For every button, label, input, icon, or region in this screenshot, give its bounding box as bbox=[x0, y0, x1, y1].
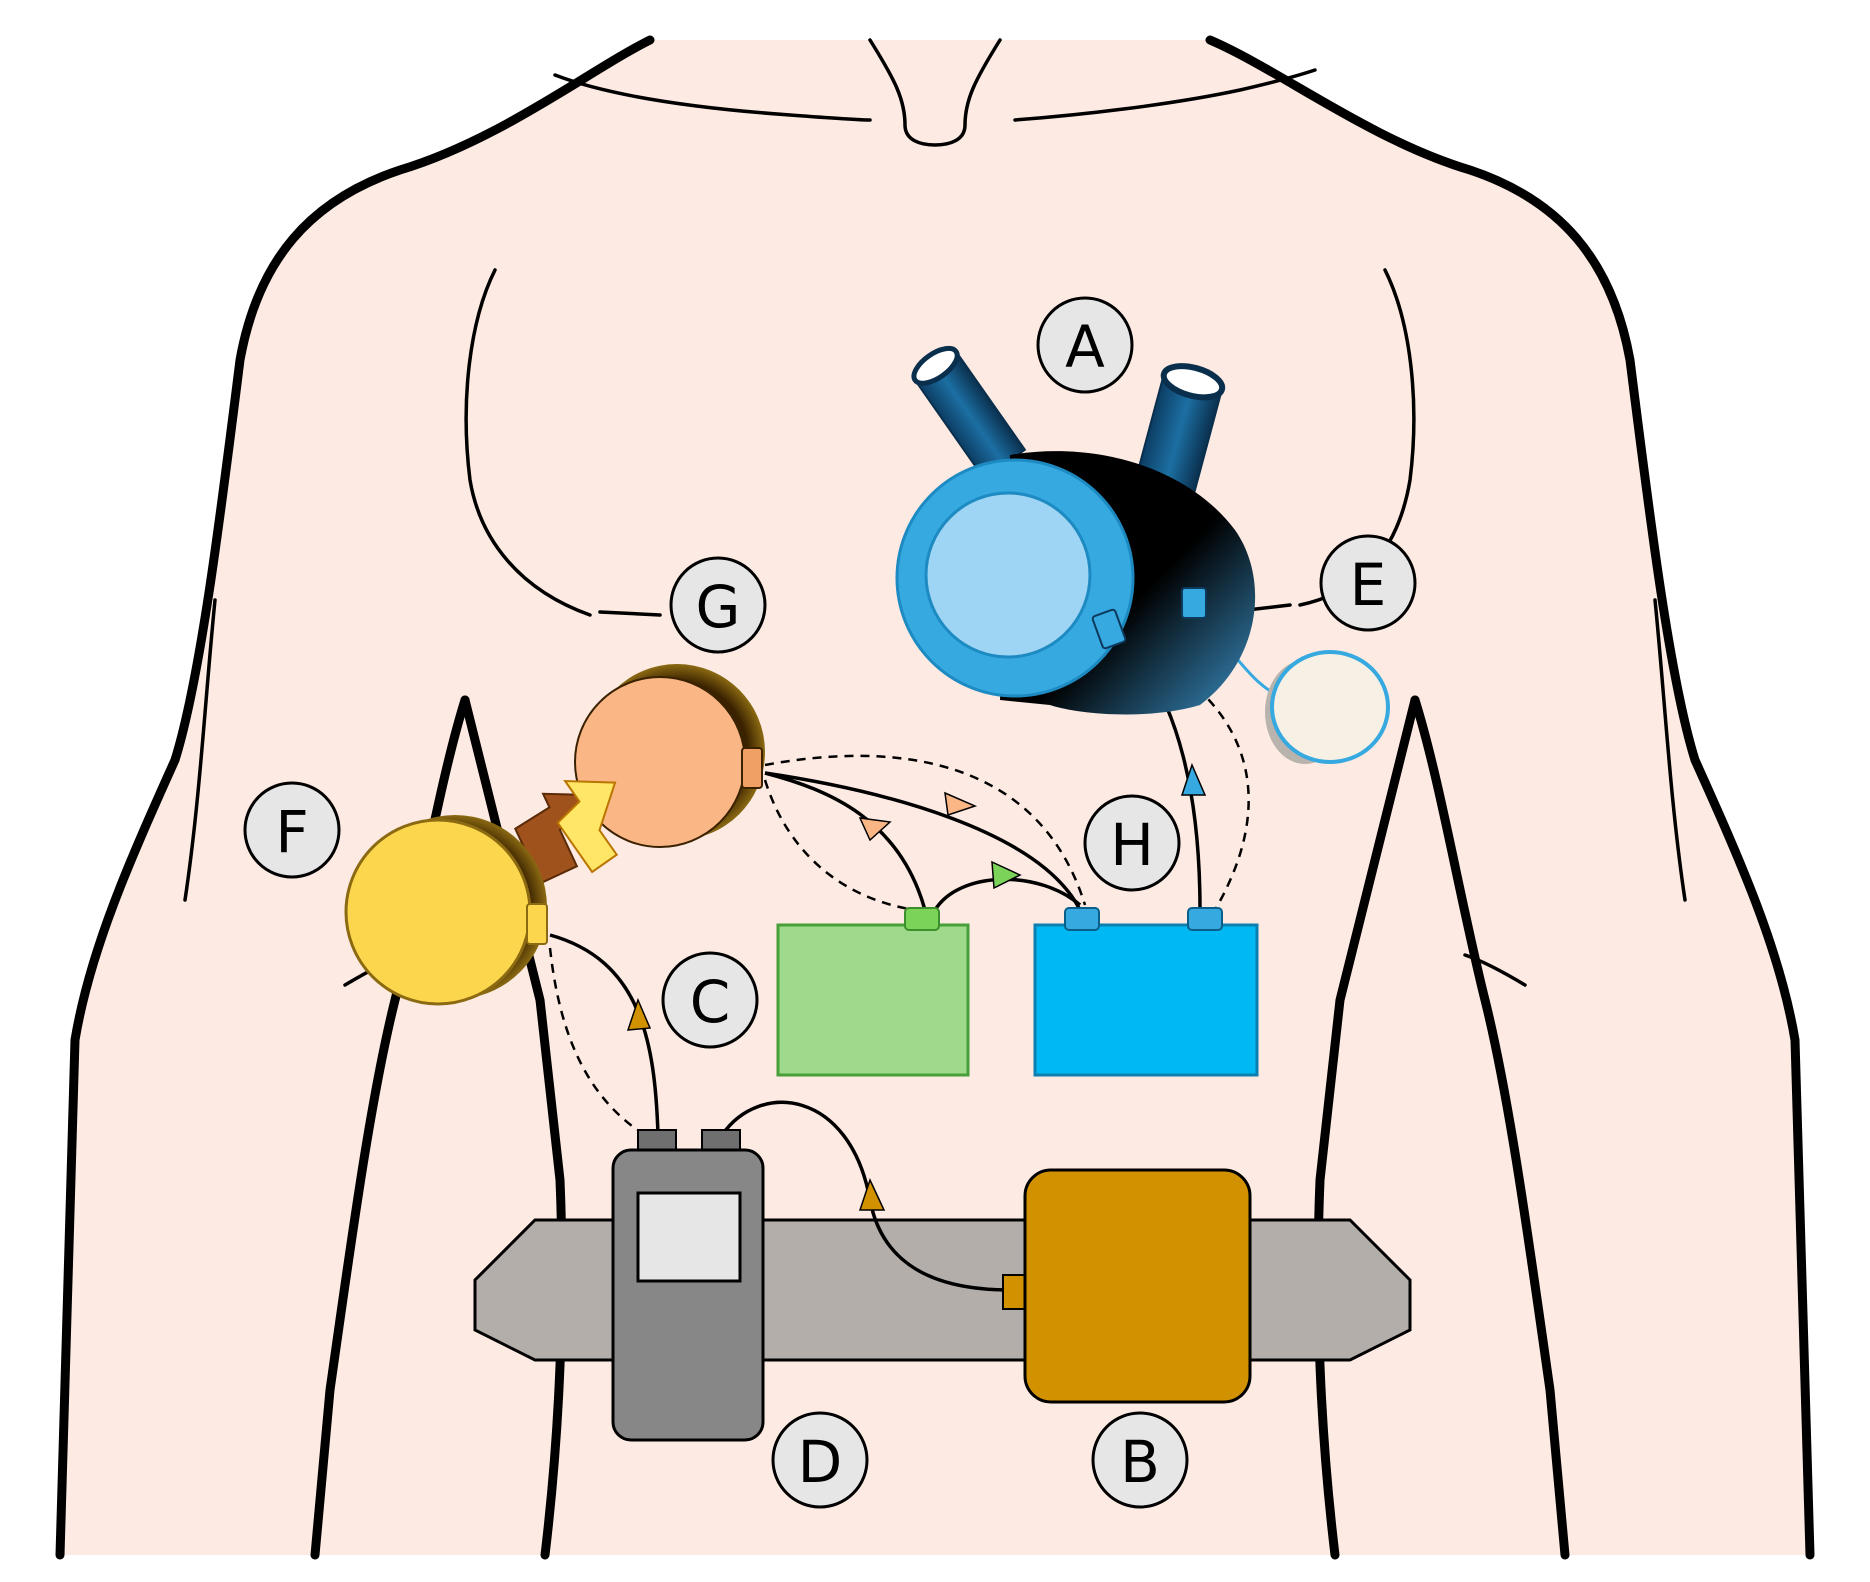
cable-f-to-d-return bbox=[548, 947, 646, 1137]
battery-green-body bbox=[776, 923, 970, 1077]
coil-g-connector bbox=[741, 747, 763, 789]
controller-d-screen bbox=[636, 1191, 742, 1283]
battery-green-terminal bbox=[904, 907, 940, 931]
left-collarbone bbox=[553, 73, 872, 122]
right-inner-arm bbox=[1313, 695, 1420, 1560]
coil-f bbox=[344, 815, 548, 1006]
left-body-side bbox=[310, 695, 470, 1560]
battery-blue-terminal-1 bbox=[1064, 907, 1100, 931]
cable-g-dashed-top bbox=[764, 754, 1087, 906]
pump-a bbox=[895, 345, 1256, 715]
left-pectoral-fold bbox=[598, 610, 662, 617]
arrow-d-to-b bbox=[858, 1177, 886, 1211]
label-b-text: B bbox=[1120, 1428, 1160, 1496]
label-c-text: C bbox=[690, 968, 731, 1036]
label-h-text: H bbox=[1110, 811, 1154, 879]
label-g-text: G bbox=[696, 573, 741, 641]
label-a: A bbox=[1036, 296, 1134, 394]
coil-f-connector bbox=[526, 903, 548, 945]
label-f-text: F bbox=[275, 798, 308, 866]
label-h: H bbox=[1083, 794, 1181, 892]
battery-blue-body bbox=[1033, 923, 1259, 1077]
right-arm-outline bbox=[1205, 35, 1815, 1560]
cable-pump-to-battery-return bbox=[1129, 643, 1250, 911]
cable-g-to-green-battery bbox=[764, 771, 927, 911]
controller-d bbox=[611, 1129, 765, 1442]
energy-arrow bbox=[556, 779, 619, 874]
label-e: E bbox=[1319, 534, 1417, 632]
label-d: D bbox=[771, 1411, 869, 1509]
label-a-text: A bbox=[1065, 313, 1105, 381]
right-elbow-hint bbox=[1463, 953, 1527, 987]
battery-blue bbox=[1033, 907, 1259, 1077]
battery-pack-b-connector bbox=[1002, 1274, 1026, 1310]
label-e-text: E bbox=[1350, 551, 1387, 619]
left-bicep-line bbox=[183, 598, 217, 902]
arrow-g-1 bbox=[858, 817, 892, 842]
torso bbox=[55, 35, 1815, 1560]
label-b: B bbox=[1091, 1411, 1189, 1509]
torso-skin bbox=[60, 40, 1810, 1555]
sensor-e-face bbox=[1270, 650, 1390, 764]
right-body-side bbox=[1410, 695, 1570, 1560]
flow-arrows bbox=[626, 762, 1207, 1211]
coil-f-face bbox=[344, 818, 532, 1006]
pump-connector-1 bbox=[1091, 608, 1127, 650]
label-c: C bbox=[661, 951, 759, 1049]
left-inner-arm bbox=[460, 695, 567, 1560]
right-collarbone bbox=[1013, 68, 1317, 122]
label-g: G bbox=[669, 556, 767, 654]
neck-notch bbox=[868, 38, 1002, 147]
coil-g bbox=[574, 664, 765, 848]
pump-connector-2 bbox=[1181, 587, 1207, 619]
cable-g-to-blue-battery bbox=[764, 771, 1082, 911]
battery-blue-terminal-2 bbox=[1187, 907, 1223, 931]
arrow-g-2 bbox=[944, 791, 978, 816]
battery-pack-b bbox=[1002, 1168, 1252, 1404]
arrow-battery-to-pump bbox=[1180, 762, 1207, 796]
left-arm-outline bbox=[55, 35, 655, 1560]
right-bicep-line bbox=[1653, 598, 1687, 902]
sensor-e bbox=[1265, 650, 1390, 764]
label-d-text: D bbox=[798, 1428, 843, 1496]
battery-pack-b-body bbox=[1023, 1168, 1252, 1404]
pump-face bbox=[924, 491, 1092, 659]
battery-green bbox=[776, 907, 970, 1077]
arrow-green-to-blue bbox=[991, 860, 1022, 890]
left-pectoral bbox=[464, 268, 592, 617]
label-f: F bbox=[243, 781, 341, 879]
arrow-c bbox=[626, 997, 652, 1031]
